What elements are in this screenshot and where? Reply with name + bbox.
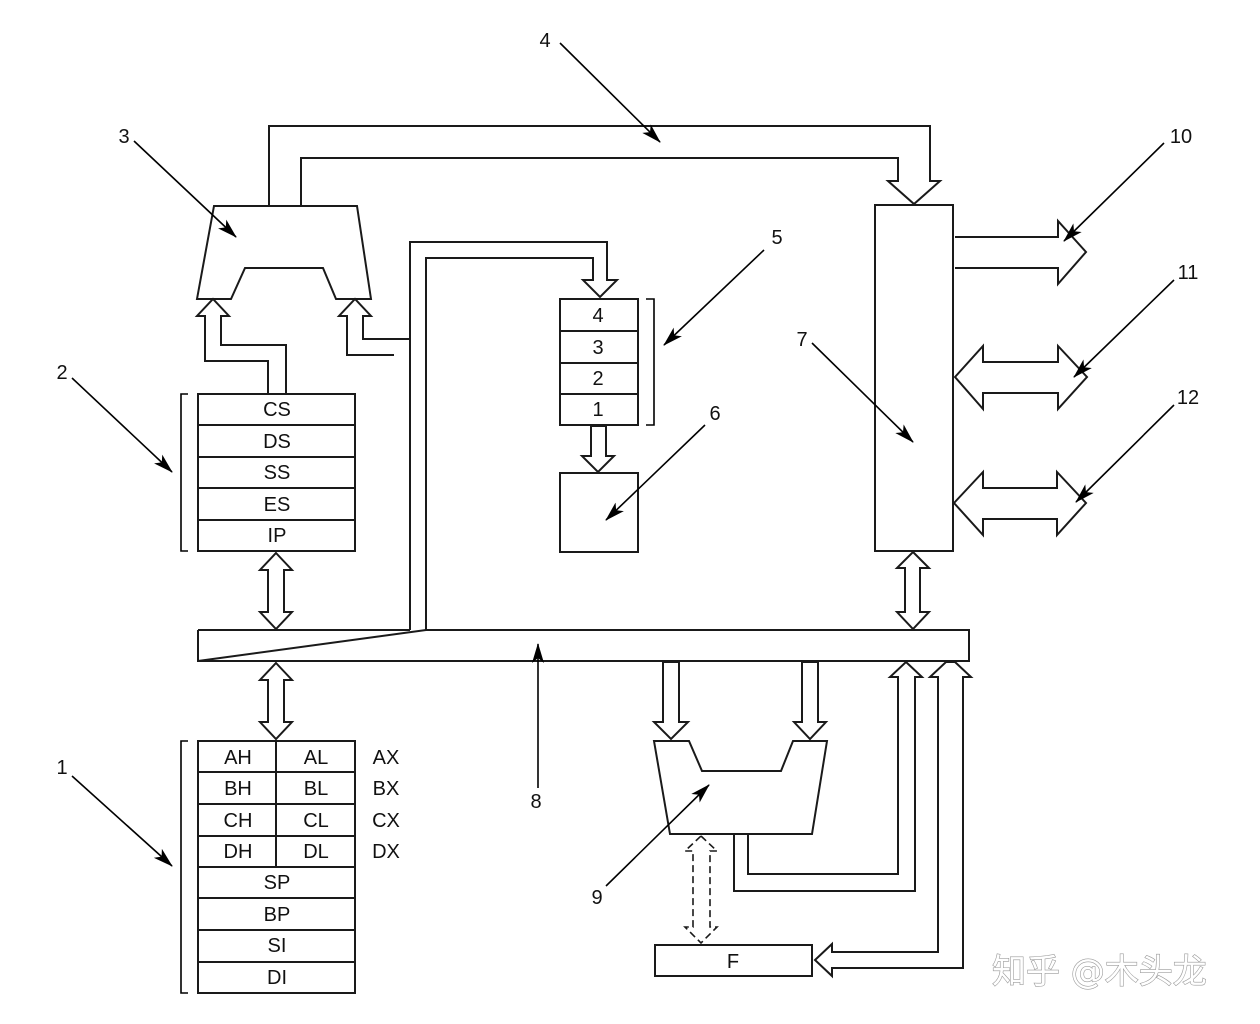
register-cx-label: CX (372, 810, 400, 832)
callout-3-arrow (133, 140, 237, 238)
callout-9-label: 9 (591, 887, 602, 909)
register-dx-label: DX (372, 841, 400, 863)
callout-3-label: 3 (118, 126, 129, 148)
callout-6-arrow (605, 424, 706, 521)
register-bx-label: BX (373, 778, 400, 800)
queue-bracket (646, 298, 655, 426)
callout-7: 7 (796, 329, 914, 443)
register-cs: CS (263, 399, 291, 421)
general-bus-double-arrow (257, 661, 295, 741)
register-ip: IP (268, 525, 287, 547)
callout-2-arrow (71, 377, 173, 473)
segment-bracket (180, 393, 188, 552)
callout-5-label: 5 (771, 227, 782, 249)
register-ch: CH (224, 810, 253, 832)
register-ax-label: AX (373, 747, 400, 769)
register-ah: AH (224, 747, 252, 769)
callout-7-label: 7 (796, 329, 807, 351)
register-ds: DS (263, 431, 291, 453)
callout-2: 2 (56, 362, 173, 473)
output-bus-arrow (955, 218, 1088, 287)
address-adder (195, 205, 373, 300)
register-al: AL (304, 747, 328, 769)
callout-6-label: 6 (709, 403, 720, 425)
bus-to-alu-left-arrow (651, 661, 691, 741)
flags-bus-arrow (813, 661, 974, 979)
register-di: DI (267, 967, 287, 989)
callout-12-arrow (1075, 404, 1175, 503)
register-dh: DH (224, 841, 253, 863)
callout-12: 12 (1075, 387, 1199, 503)
callout-1: 1 (56, 757, 173, 867)
callout-6: 6 (605, 403, 721, 521)
callout-4-label: 4 (539, 30, 550, 52)
queue-to-control-arrow (579, 425, 617, 474)
instruction-queue: 4 3 2 1 (559, 298, 639, 426)
callout-5: 5 (663, 227, 783, 346)
register-dl: DL (303, 841, 329, 863)
callout-11-arrow (1073, 279, 1175, 378)
callout-4-arrow (559, 42, 661, 143)
register-bp: BP (264, 904, 291, 926)
callout-2-label: 2 (56, 362, 67, 384)
callout-7-arrow (811, 342, 914, 443)
segment-register-file: CS DS SS ES IP (197, 393, 356, 552)
alu-flags-dashed-arrow (682, 834, 720, 945)
queue-slot-4: 4 (592, 305, 603, 327)
biu-bus-double-arrow (894, 550, 932, 631)
queue-slot-1: 1 (592, 399, 603, 421)
bus-to-alu-right-arrow (791, 661, 829, 741)
callout-8-label: 8 (530, 791, 541, 813)
callout-10-label: 10 (1170, 126, 1192, 148)
segment-bus-double-arrow (257, 551, 295, 631)
general-register-file: AH AL BH BL CH CL DH DL SP BP SI DI (197, 740, 356, 994)
callout-11-label: 11 (1178, 262, 1199, 284)
internal-data-bus (197, 629, 970, 662)
callout-11: 11 (1073, 262, 1199, 378)
callout-4: 4 (539, 30, 661, 143)
register-ss: SS (264, 462, 291, 484)
queue-slot-2: 2 (592, 368, 603, 390)
callout-5-arrow (663, 249, 765, 346)
watermark: 知乎 @木头龙 (992, 952, 1207, 992)
general-bracket (180, 740, 188, 994)
alu-result-to-bus-arrow (733, 660, 925, 892)
register-cl: CL (303, 810, 329, 832)
callout-10-arrow (1063, 142, 1165, 242)
address-bus-arrow (268, 125, 943, 206)
callout-9-arrow (605, 784, 710, 887)
callout-3: 3 (118, 126, 237, 238)
control-unit (559, 472, 639, 553)
bidirectional-bus-11 (953, 343, 1089, 412)
register-sp: SP (264, 872, 291, 894)
register-si: SI (268, 935, 287, 957)
callout-12-label: 12 (1177, 387, 1199, 409)
bus-interface-unit (874, 204, 954, 552)
bus-to-queue-arrow (409, 241, 620, 630)
segment-to-adder-arrow (194, 297, 287, 393)
callout-8: 8 (530, 643, 544, 813)
callout-10: 10 (1063, 126, 1192, 242)
bidirectional-bus-12 (952, 469, 1088, 538)
callout-1-label: 1 (56, 757, 67, 779)
alu (652, 740, 829, 835)
register-es: ES (264, 494, 291, 516)
register-bl: BL (304, 778, 328, 800)
flag-register (654, 944, 813, 977)
callout-9: 9 (591, 784, 710, 909)
queue-slot-3: 3 (592, 337, 603, 359)
register-bh: BH (224, 778, 252, 800)
bus-to-adder-arrow (336, 297, 411, 630)
callout-1-arrow (71, 775, 173, 867)
flag-register-label: F (727, 951, 739, 973)
